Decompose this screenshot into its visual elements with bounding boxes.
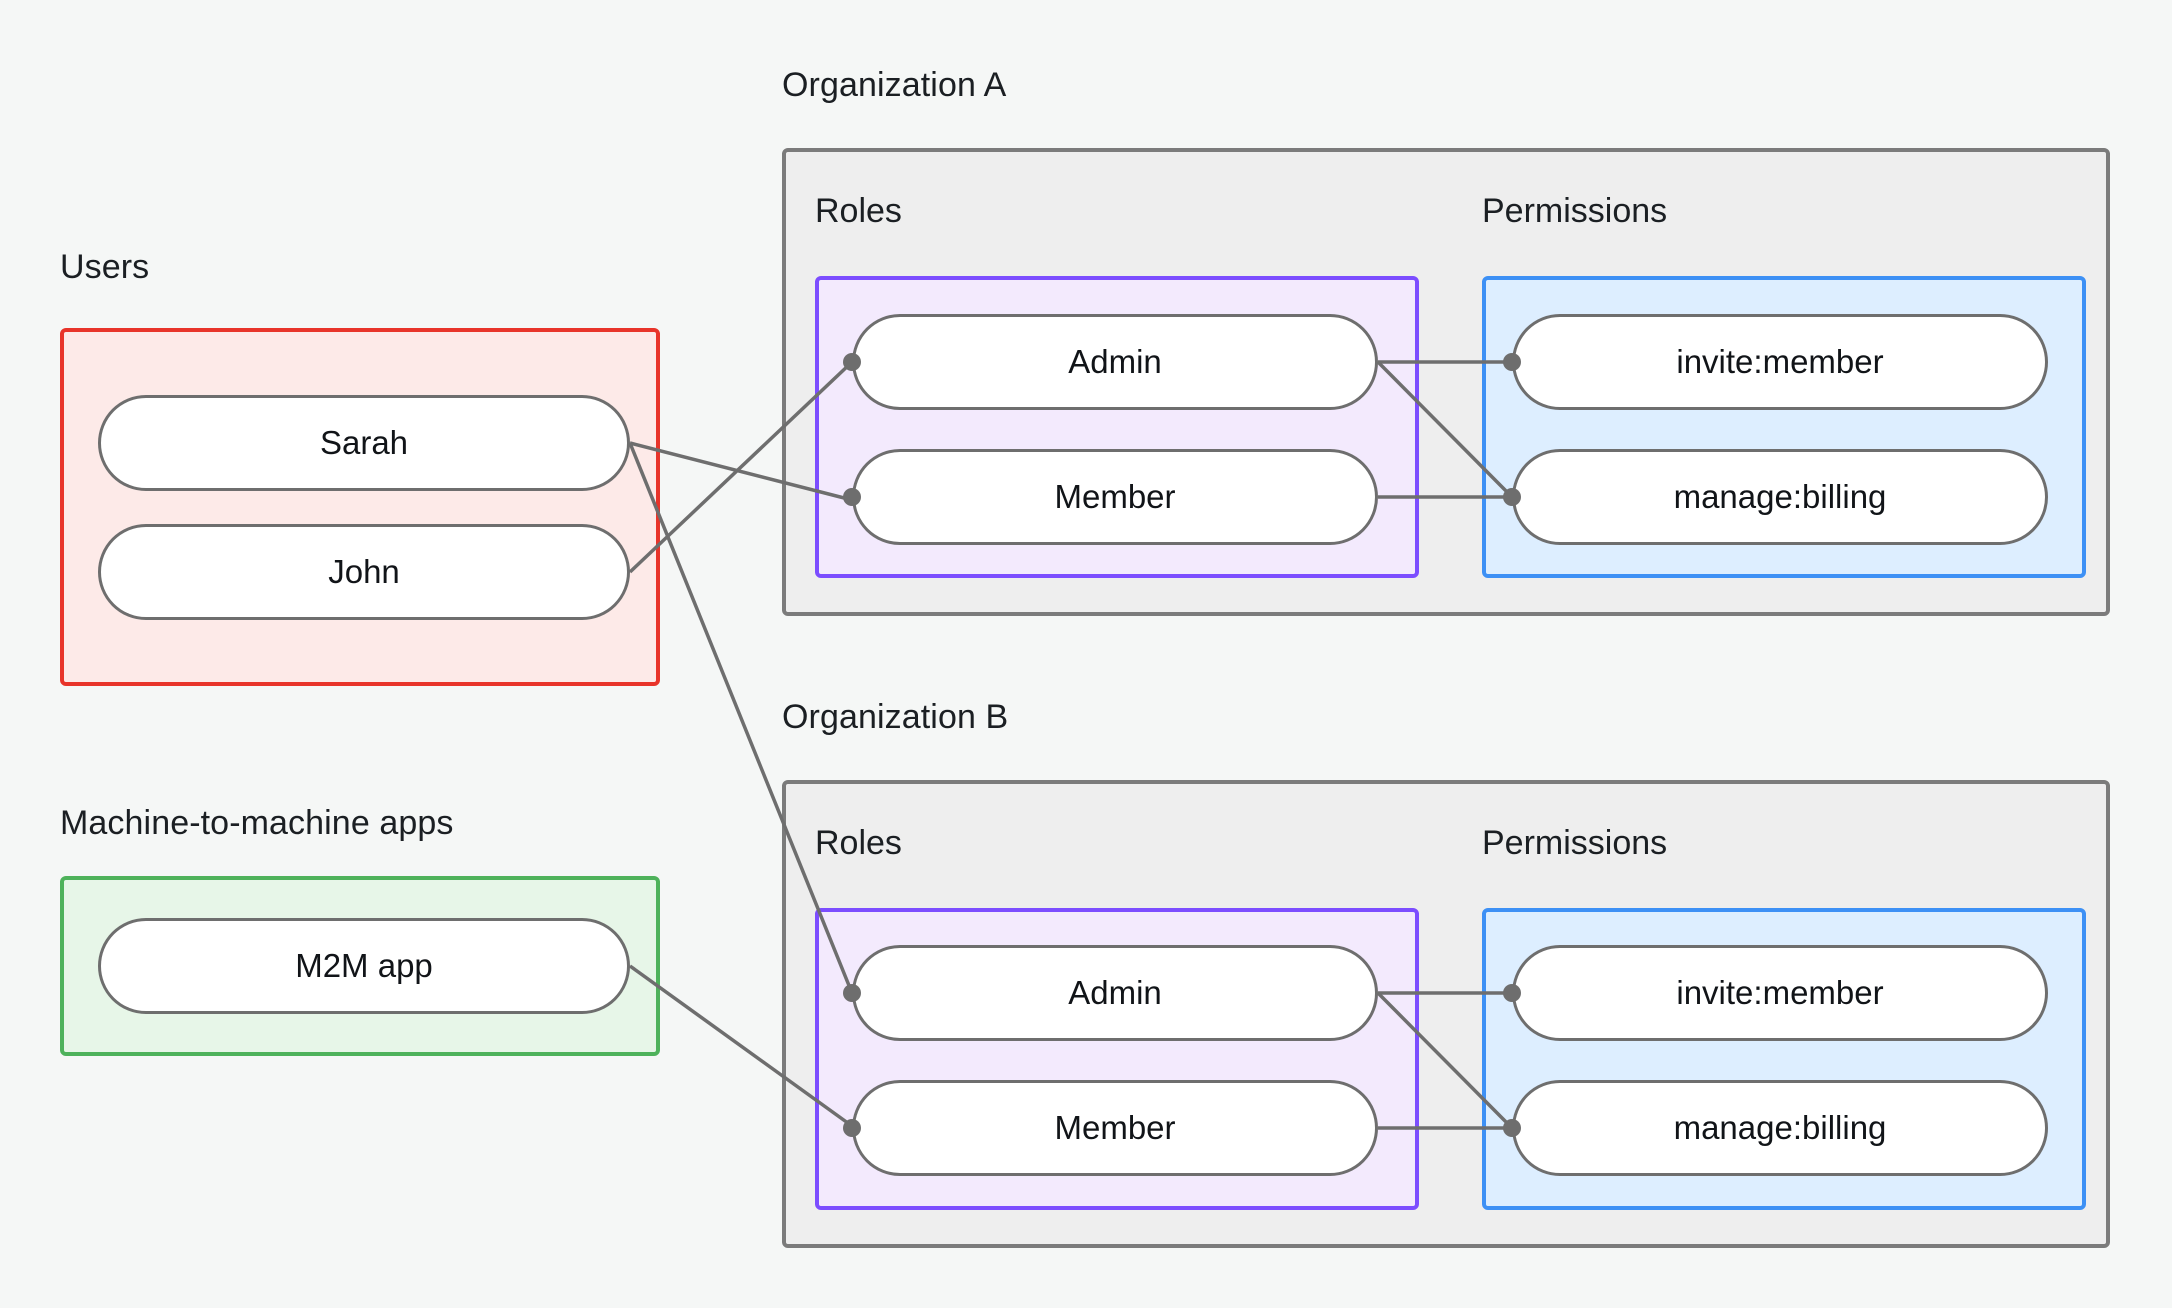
- org-b-role-pill-admin-label: Admin: [1068, 974, 1162, 1011]
- org-a-label: Organization A: [782, 66, 1007, 104]
- org-b-roles-caption: Roles: [815, 824, 902, 862]
- m2m-pill-app[interactable]: M2M app: [98, 918, 630, 1014]
- m2m-pill-app-label: M2M app: [295, 947, 433, 984]
- connector-dot-org-b-member-left: [843, 1119, 861, 1137]
- connector-dot-org-a-admin-left: [843, 353, 861, 371]
- org-a-role-pill-admin[interactable]: Admin: [852, 314, 1378, 410]
- org-b-permissions-caption: Permissions: [1482, 824, 1668, 862]
- connector-dot-org-a-member-left: [843, 488, 861, 506]
- org-a-permission-pill-invite-label: invite:member: [1676, 343, 1884, 380]
- org-b-permission-pill-invite-label: invite:member: [1676, 974, 1884, 1011]
- org-a-role-pill-admin-label: Admin: [1068, 343, 1162, 380]
- org-a-permission-pill-billing[interactable]: manage:billing: [1512, 449, 2048, 545]
- user-pill-sarah[interactable]: Sarah: [98, 395, 630, 491]
- org-b-role-pill-admin[interactable]: Admin: [852, 945, 1378, 1041]
- org-a-permissions-caption: Permissions: [1482, 192, 1668, 230]
- connector-dot-org-b-invite-left: [1503, 984, 1521, 1002]
- org-a-role-pill-member[interactable]: Member: [852, 449, 1378, 545]
- org-a-roles-caption: Roles: [815, 192, 902, 230]
- connector-dot-org-a-invite-left: [1503, 353, 1521, 371]
- org-b-permission-pill-billing-label: manage:billing: [1673, 1109, 1887, 1146]
- m2m-group-label: Machine-to-machine apps: [60, 804, 454, 842]
- org-b-permission-pill-invite[interactable]: invite:member: [1512, 945, 2048, 1041]
- user-pill-john[interactable]: John: [98, 524, 630, 620]
- org-a-role-pill-member-label: Member: [1054, 478, 1176, 515]
- user-pill-sarah-label: Sarah: [319, 424, 409, 461]
- connector-dot-org-b-admin-left: [843, 984, 861, 1002]
- user-pill-john-label: John: [328, 553, 400, 590]
- users-group-box: [60, 328, 660, 686]
- org-b-label: Organization B: [782, 698, 1009, 736]
- org-b-role-pill-member-label: Member: [1054, 1109, 1176, 1146]
- connector-dot-org-a-billing-left: [1503, 488, 1521, 506]
- org-a-permission-pill-billing-label: manage:billing: [1673, 478, 1887, 515]
- users-group-label: Users: [60, 248, 150, 286]
- org-b-role-pill-member[interactable]: Member: [852, 1080, 1378, 1176]
- org-a-permission-pill-invite[interactable]: invite:member: [1512, 314, 2048, 410]
- org-b-permission-pill-billing[interactable]: manage:billing: [1512, 1080, 2048, 1176]
- connector-dot-org-b-billing-left: [1503, 1119, 1521, 1137]
